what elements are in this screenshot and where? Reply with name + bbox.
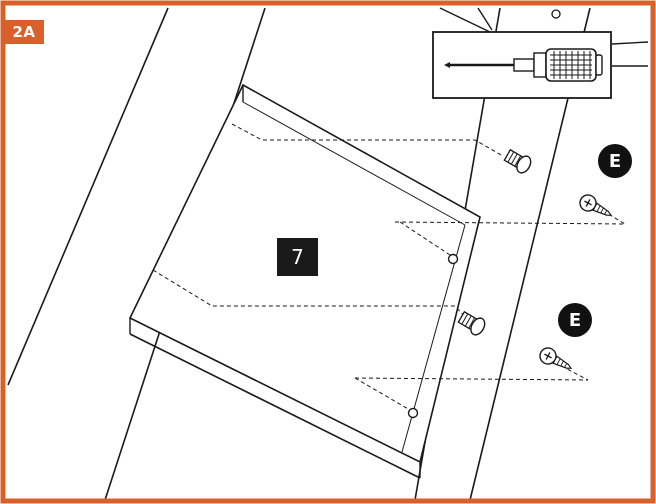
guide-line <box>152 269 467 319</box>
panel-inner-edge <box>242 101 466 226</box>
panel-hole <box>447 253 459 265</box>
hardware-label-e: E <box>598 144 632 178</box>
guide-line <box>354 377 411 411</box>
panel-hole <box>407 407 419 419</box>
guide-line <box>354 367 589 381</box>
top-frame-edge <box>611 41 649 45</box>
part-number-label: 7 <box>277 238 318 276</box>
step-number-badge: 2A <box>4 20 44 44</box>
left-rail-edge <box>7 7 169 386</box>
screw-e-icon <box>579 194 613 216</box>
pre-drilled-hole <box>551 9 561 19</box>
tool-box <box>432 31 612 99</box>
guide-line <box>394 211 627 225</box>
cam-bolt-icon <box>503 148 532 174</box>
cam-bolt-icon <box>457 310 486 336</box>
guide-line <box>231 123 504 157</box>
alignment-guides <box>152 123 627 411</box>
top-frame-edge <box>477 7 493 31</box>
top-frame-edge <box>439 7 491 33</box>
screw-e-icon <box>539 347 573 369</box>
guide-line <box>399 221 451 256</box>
panel-bottom-edge <box>129 333 421 479</box>
hardware-label-e: E <box>558 303 592 337</box>
screwdriver-icon <box>444 48 603 82</box>
